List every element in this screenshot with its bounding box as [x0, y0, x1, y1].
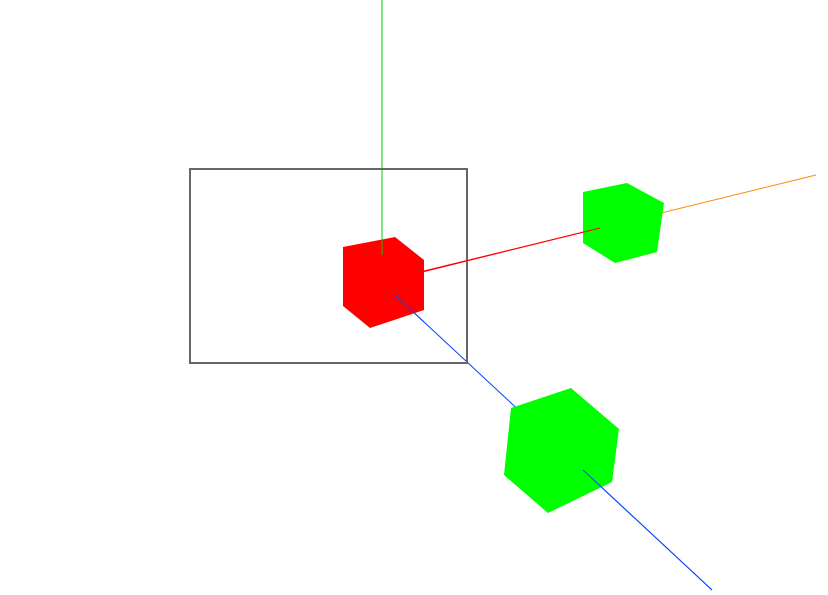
selected-cube[interactable] — [343, 237, 424, 328]
x-axis-line-overlay — [423, 227, 601, 272]
axes-overlay — [381, 227, 601, 323]
cube-on-x-axis[interactable] — [583, 183, 664, 263]
selection-box — [189, 168, 468, 364]
z-axis-line-overlay — [394, 294, 425, 323]
z-axis-line-overlay-far — [582, 469, 713, 591]
axes-helper — [381, 0, 817, 591]
cube-on-z-axis[interactable] — [504, 388, 619, 513]
